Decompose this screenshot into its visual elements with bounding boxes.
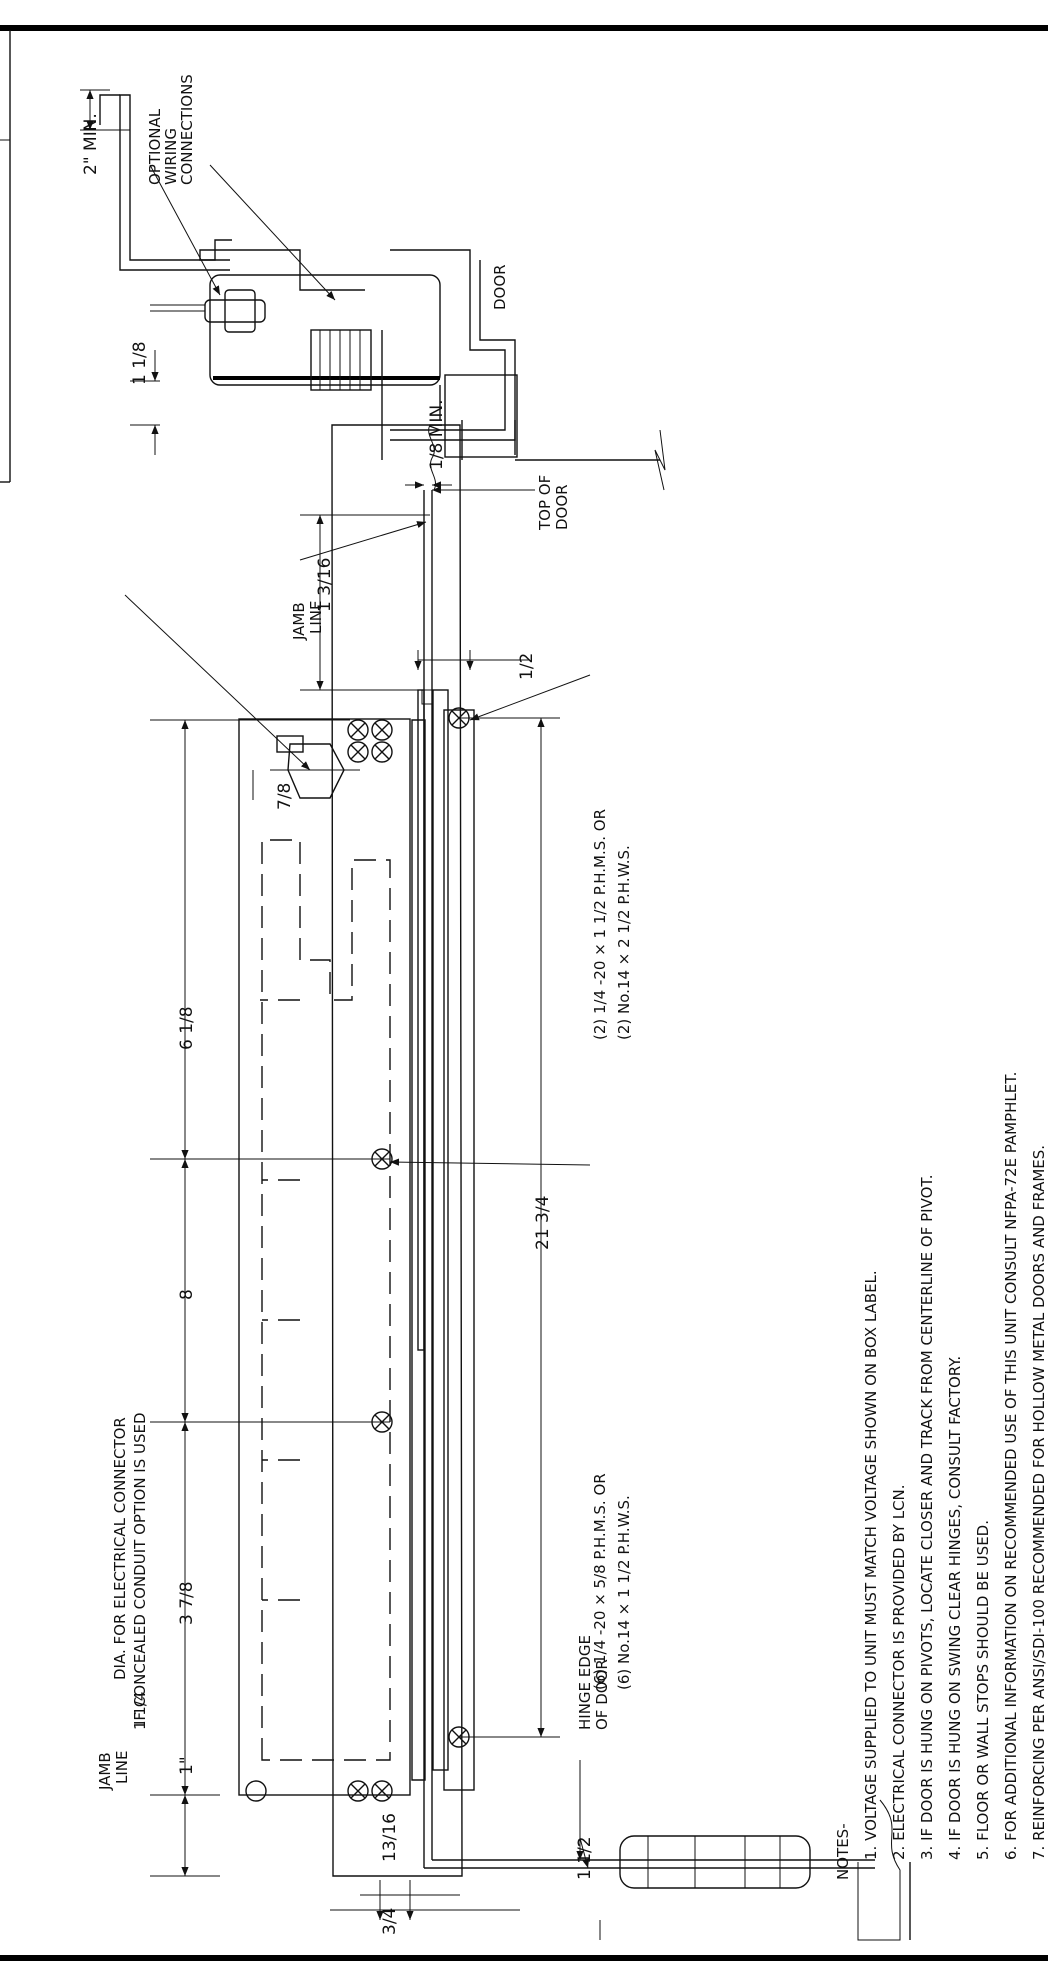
note-2: 2. ELECTRICAL CONNECTOR IS PROVIDED BY L… [890,1484,908,1860]
dim-1-3-16: 1 3/16 [315,558,335,612]
dim-1-inch: 1" [177,1756,197,1775]
track [417,689,475,1791]
screws-two-2: (2) No.14 × 2 1/2 P.H.W.S. [615,845,633,1040]
optional-wiring-3: CONNECTIONS [178,74,196,185]
note-3: 3. IF DOOR IS HUNG ON PIVOTS, LOCATE CLO… [918,1174,936,1860]
dim-3-7-8: 3 7/8 [177,1581,197,1625]
hinge-edge-2: OF DOOR [593,1659,611,1730]
dim-2-min: 2" MIN. [81,113,101,175]
connector-dia: 1 1/4 [131,1692,149,1730]
top-of-door-1: TOP OF [536,475,554,531]
screws-two-1: (2) 1/4 -20 × 1 1/2 P.H.M.S. OR [591,809,609,1040]
hinge-edge-1: HINGE EDGE [576,1635,594,1730]
dim-6-1-8: 6 1/8 [177,1006,197,1050]
note-4: 4. IF DOOR IS HUNG ON SWING CLEAR HINGES… [946,1356,964,1860]
jamb-line-right-1: JAMB [290,602,308,641]
screws-six-1: (6) 1/4 -20 × 5/8 P.H.M.S. OR [591,1473,609,1690]
dim-1-2: 1/2 [517,653,537,680]
dim-7-8: 7/8 [275,783,295,810]
dimension-lines [150,481,584,1920]
optional-wiring-1: OPTIONAL [146,108,164,185]
dim-3-4: 3/4 [380,1908,400,1935]
dim-21-3-4: 21 3/4 [533,1196,553,1250]
screw-symbols [245,707,470,1802]
jamb-line-right-2: LINE [307,601,325,634]
dim-1-1-8: 1 1/8 [130,341,150,385]
dim-1-8-min: 1/8 MIN. [427,399,447,470]
dim-8: 8 [177,1289,197,1300]
connector-note-1: DIA. FOR ELECTRICAL CONNECTOR [111,1417,129,1680]
leader-lines [124,486,601,1940]
top-of-door-2: DOOR [553,484,571,530]
notes-block: NOTES- 1. VOLTAGE SUPPLIED TO UNIT MUST … [834,1072,1048,1880]
wiring-section-view [80,89,666,491]
drawing-text: JAMB LINE HINGE EDGE OF DOOR JAMB LINE T… [81,74,1048,1935]
note-6: 6. FOR ADDITIONAL INFORMATION ON RECOMME… [1002,1072,1020,1860]
jamb-line-left-1: JAMB [96,1752,114,1791]
note-5: 5. FLOOR OR WALL STOPS SHOULD BE USED. [974,1520,992,1860]
jamb-line-left-2: LINE [113,1751,131,1784]
hinge [619,1835,811,1889]
dim-1-1-2: 1 1/2 [575,1836,595,1880]
notes-heading: NOTES- [834,1823,852,1880]
frame-plan-view [331,424,911,1941]
dim-13-16: 13/16 [380,1813,400,1862]
screws-six-2: (6) No.14 × 1 1/2 P.H.W.S. [615,1495,633,1690]
optional-wiring-2: WIRING [162,128,180,185]
door-label: DOOR [491,264,509,310]
note-1: 1. VOLTAGE SUPPLIED TO UNIT MUST MATCH V… [862,1270,880,1860]
note-7: 7. REINFORCING PER ANSI/SDI-100 RECOMMEN… [1030,1145,1048,1860]
connector-note-2: IF CONCEALED CONDUIT OPTION IS USED [131,1412,149,1725]
